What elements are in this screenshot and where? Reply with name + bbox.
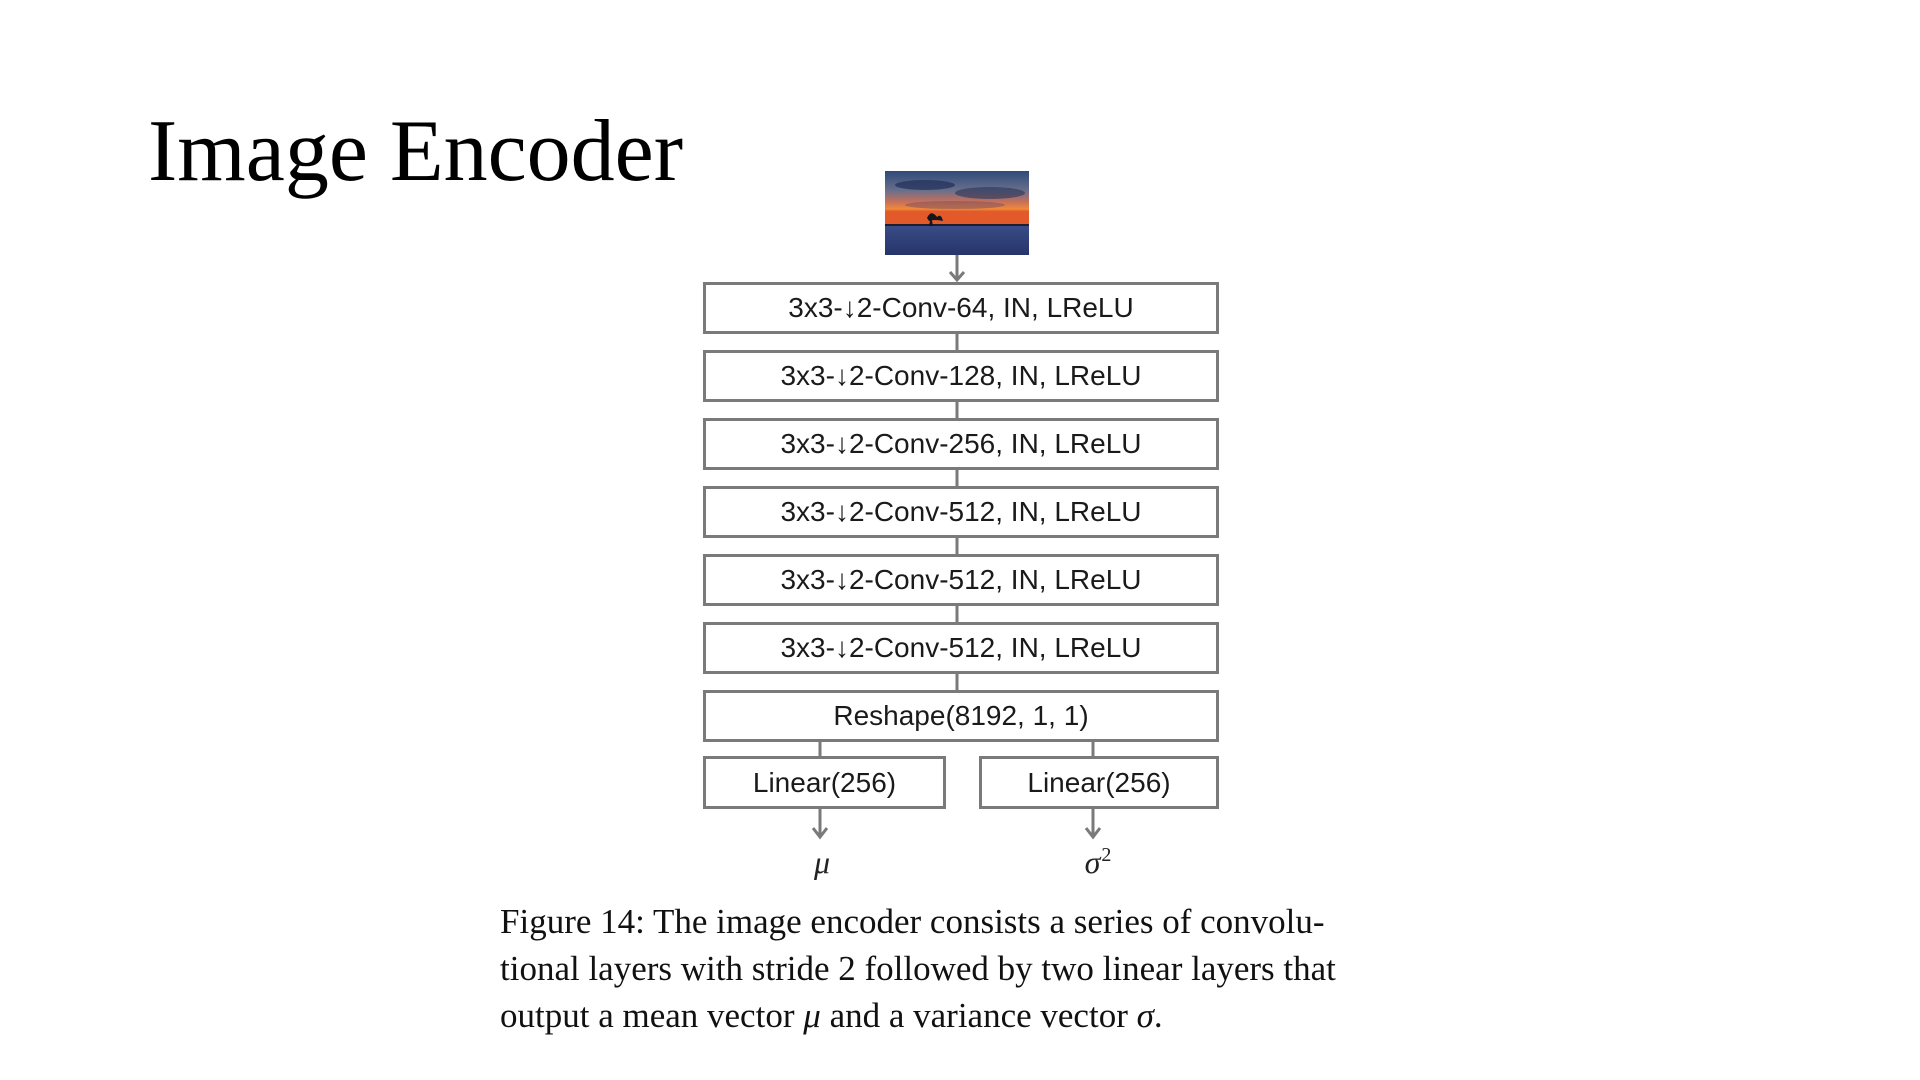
caption-line-3: output a mean vector μ and a variance ve… (500, 992, 1440, 1039)
slide-title: Image Encoder (148, 103, 684, 200)
caption-line-1: Figure 14: The image encoder consists a … (500, 902, 1325, 941)
output-mu: μ (814, 844, 830, 881)
output-sigma-exponent: 2 (1101, 844, 1112, 866)
conv-layer-2: 3x3-↓2-Conv-128, IN, LReLU (703, 350, 1219, 402)
linear-head-variance: Linear(256) (979, 756, 1219, 809)
caption-mu: μ (803, 996, 821, 1035)
conv-layer-1: 3x3-↓2-Conv-64, IN, LReLU (703, 282, 1219, 334)
output-mu-symbol: μ (813, 844, 831, 880)
caption-line-3-end: . (1153, 996, 1163, 1035)
caption-line-3-middle: and a variance vector (820, 996, 1137, 1035)
caption-sigma: σ (1136, 996, 1154, 1035)
arrowhead-right-out (1084, 827, 1102, 840)
conv-layer-6: 3x3-↓2-Conv-512, IN, LReLU (703, 622, 1219, 674)
reshape-layer: Reshape(8192, 1, 1) (703, 690, 1219, 742)
output-sigma-squared: σ2 (1085, 844, 1112, 881)
linear-head-mean: Linear(256) (703, 756, 946, 809)
conv-layer-4: 3x3-↓2-Conv-512, IN, LReLU (703, 486, 1219, 538)
caption-line-2: tional layers with stride 2 followed by … (500, 949, 1336, 988)
caption-line-3-start: output a mean vector (500, 996, 804, 1035)
arrowhead-left-out (811, 827, 829, 840)
input-image (885, 171, 1029, 255)
sunset-landscape-photo (885, 171, 1029, 255)
figure-caption: Figure 14: The image encoder consists a … (500, 898, 1440, 1039)
arrowhead-image-to-layer1 (948, 271, 966, 283)
conv-layer-3: 3x3-↓2-Conv-256, IN, LReLU (703, 418, 1219, 470)
conv-layer-5: 3x3-↓2-Conv-512, IN, LReLU (703, 554, 1219, 606)
output-sigma-symbol: σ (1084, 844, 1101, 880)
